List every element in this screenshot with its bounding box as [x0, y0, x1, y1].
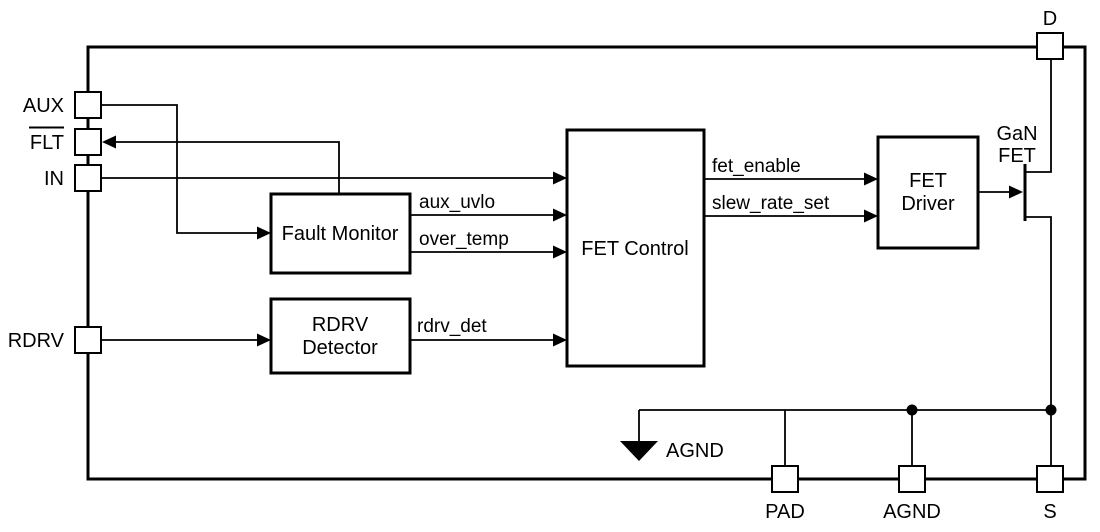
ground-label: AGND: [666, 440, 724, 462]
pin-pad: [771, 465, 799, 493]
pin-s-label: S: [1043, 501, 1056, 523]
fet-driver-label-line2: Driver: [901, 193, 955, 215]
wire-aux-to-fault-monitor: [101, 104, 271, 240]
pin-rdrv-label: RDRV: [8, 330, 65, 352]
rdrv-detector-label-line2: Detector: [302, 337, 378, 359]
signal-fet-enable-label: fet_enable: [712, 156, 801, 177]
gan-fet-symbol: [1023, 60, 1052, 466]
fet-driver-label-line1: FET: [909, 170, 947, 192]
signal-aux-uvlo-label: aux_uvlo: [419, 192, 495, 213]
pin-rdrv: [74, 326, 102, 354]
wire-rdrv-det: [410, 333, 567, 347]
fet-drain-wire: [1026, 60, 1052, 173]
ground-icon: [620, 441, 658, 461]
pin-pad-label: PAD: [765, 501, 805, 523]
pin-aux-label: AUX: [23, 95, 64, 117]
wire-fault-monitor-to-flt: [102, 135, 340, 194]
pin-in-label: IN: [44, 168, 64, 190]
fet-source-wire: [1026, 216, 1052, 466]
gan-fet-label-line2: FET: [998, 145, 1036, 167]
pin-flt: [74, 128, 102, 156]
wire-fet-enable: [704, 172, 878, 186]
fet-control-block: [565, 128, 706, 368]
wire-flt-path: [114, 141, 340, 194]
arrowhead: [553, 208, 567, 222]
fet-control-label: FET Control: [581, 238, 688, 260]
arrowhead: [864, 209, 878, 223]
pin-in: [74, 164, 102, 192]
wire-aux-uvlo: [410, 208, 567, 222]
pin-flt-label: FLT: [30, 132, 64, 154]
pin-s: [1036, 465, 1064, 493]
pin-agnd: [898, 465, 926, 493]
fet-driver-block: [876, 135, 980, 250]
pin-agnd-label: AGND: [883, 501, 941, 523]
arrowhead: [257, 333, 271, 347]
wire-rdrv-to-rdrv-detector: [101, 333, 271, 347]
gan-fet-label-line1: GaN: [996, 123, 1037, 145]
junction-dot: [906, 404, 918, 416]
arrowhead: [102, 135, 116, 149]
wire-aux-path: [101, 104, 258, 234]
rdrv-detector-block: [269, 297, 412, 375]
ground-symbol: [620, 410, 658, 461]
signal-slew-rate-set-label: slew_rate_set: [712, 193, 830, 214]
fault-monitor-label: Fault Monitor: [282, 223, 399, 245]
arrowhead: [553, 245, 567, 259]
arrowhead: [553, 333, 567, 347]
pin-flt-label-group: FLT: [29, 126, 64, 154]
rdrv-detector-label-line1: RDRV: [312, 314, 369, 336]
signal-rdrv-det-label: rdrv_det: [417, 316, 487, 337]
pin-d: [1036, 32, 1064, 60]
arrowhead: [864, 172, 878, 186]
wire-in-to-fet-control: [101, 171, 567, 185]
signal-over-temp-label: over_temp: [419, 229, 509, 250]
ic-boundary: [86, 45, 1087, 481]
arrowhead: [257, 226, 271, 240]
fault-monitor-block: [269, 192, 412, 275]
arrowhead: [553, 171, 567, 185]
wire-slew-rate-set: [704, 209, 878, 223]
wire-over-temp: [410, 245, 567, 259]
arrowhead: [1009, 185, 1023, 199]
pin-d-label: D: [1043, 8, 1057, 30]
pin-aux: [74, 91, 102, 119]
wire-driver-to-gate: [978, 185, 1023, 199]
